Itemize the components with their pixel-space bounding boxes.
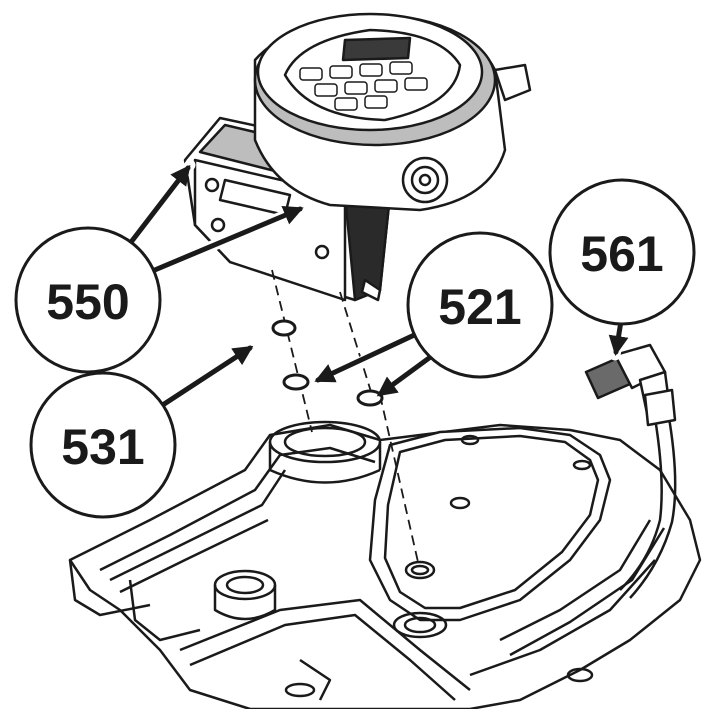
arrow-531-to-o-ring [152,345,254,413]
arrow-521-to-left-ring [314,327,428,383]
sensor-cable-561 [584,343,677,599]
callout-550-label: 550 [46,274,129,330]
callout-arrows-core [122,164,629,413]
callout-550: 550 [14,226,162,374]
callout-521: 521 [406,231,554,379]
assembly-lines [271,269,419,563]
arrow-550-to-right-hole [147,205,304,275]
callout-561-label: 561 [580,226,663,282]
o-ring-531 [271,319,297,337]
o-ring-521-right [356,389,384,407]
mounting-base [68,420,702,709]
arrow-550-to-left-hole [122,164,191,253]
callout-561: 561 [548,178,696,326]
callout-521-label: 521 [438,279,521,335]
callout-531-label: 531 [61,419,144,475]
callout-531: 531 [29,371,177,519]
o-ring-521-left [282,373,310,391]
